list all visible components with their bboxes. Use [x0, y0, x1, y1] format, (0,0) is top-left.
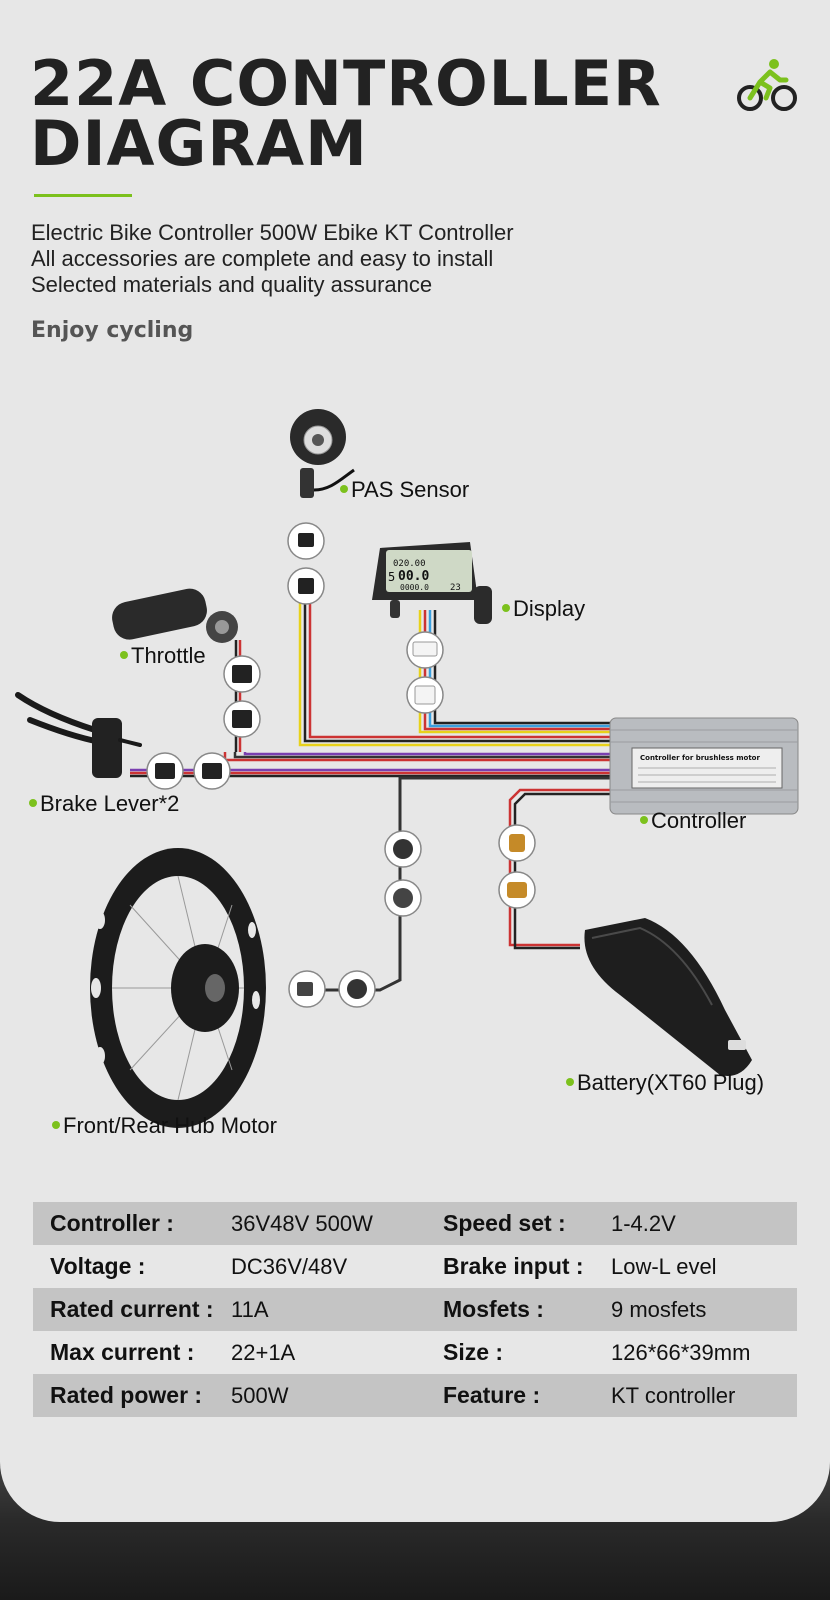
spec-value: KT controller [611, 1383, 736, 1408]
label-hub-motor-text: Front/Rear Hub Motor [63, 1113, 277, 1138]
spec-table: Controller : 36V48V 500W Speed set : 1-4… [33, 1202, 797, 1417]
table-row: Max current : 22+1A Size : 126*66*39mm [33, 1331, 797, 1374]
label-pas-sensor: PAS Sensor [340, 477, 469, 503]
label-dot [502, 604, 510, 613]
title-line-2: DIAGRAM [30, 107, 368, 180]
spec-value: 500W [231, 1383, 289, 1408]
display-readout-right: 23 [450, 583, 461, 593]
display-readout-level: 5 [388, 570, 395, 584]
spec-key: Rated power : [50, 1382, 203, 1408]
label-dot [52, 1121, 60, 1130]
label-battery-text: Battery(XT60 Plug) [577, 1070, 765, 1095]
description: Electric Bike Controller 500W Ebike KT C… [31, 220, 514, 298]
spec-value: 1-4.2V [611, 1211, 676, 1236]
display-readout-top: 020.00 [393, 559, 426, 569]
label-throttle: Throttle [120, 643, 206, 669]
description-line-1: Electric Bike Controller 500W Ebike KT C… [31, 220, 514, 245]
table-row: Controller : 36V48V 500W Speed set : 1-4… [33, 1202, 797, 1245]
battery-illustration [584, 918, 752, 1076]
page-title: 22A CONTROLLER DIAGRAM [30, 47, 662, 180]
spec-value: Low-L evel [611, 1254, 717, 1279]
pas-sensor-illustration [290, 409, 355, 498]
title-line-1: 22A CONTROLLER [30, 47, 662, 120]
cyclist-icon [737, 59, 797, 111]
spec-value: 126*66*39mm [611, 1340, 751, 1365]
table-row: Rated current : 11A Mosfets : 9 mosfets [33, 1288, 797, 1331]
label-dot [29, 799, 37, 808]
controller-box-label: Controller for brushless motor [640, 754, 760, 762]
label-controller: Controller [640, 808, 746, 834]
description-line-2: All accessories are complete and easy to… [31, 246, 494, 271]
controller-illustration: Controller for brushless motor [609, 717, 799, 815]
throttle-illustration [112, 588, 238, 643]
connector-plugs [146, 522, 536, 1008]
label-display-text: Display [513, 596, 586, 621]
spec-value: 11A [231, 1297, 269, 1322]
label-throttle-text: Throttle [131, 643, 206, 668]
spec-value: DC36V/48V [231, 1254, 348, 1279]
label-hub-motor: Front/Rear Hub Motor [52, 1113, 277, 1139]
spec-key: Mosfets : [443, 1296, 544, 1322]
label-dot [340, 485, 348, 494]
spec-key: Rated current : [50, 1296, 214, 1322]
display-readout-speed: 00.0 [398, 569, 429, 584]
title-accent-line [34, 194, 132, 197]
label-display: Display [502, 596, 585, 622]
display-readout-bottom: 0000.0 [400, 583, 429, 592]
spec-value: 22+1A [231, 1340, 296, 1365]
spec-key: Speed set : [443, 1210, 566, 1236]
spec-key: Size : [443, 1339, 504, 1365]
wiring-diagram: 020.00 00.0 5 0000.0 23 [0, 380, 830, 1160]
label-pas-sensor-text: PAS Sensor [351, 477, 470, 502]
description-line-3: Selected materials and quality assurance [31, 272, 433, 297]
tagline: Enjoy cycling [31, 318, 194, 343]
display-illustration: 020.00 00.0 5 0000.0 23 [372, 542, 492, 624]
spec-value: 36V48V 500W [231, 1211, 373, 1236]
label-dot [566, 1078, 574, 1087]
spec-key: Controller : [50, 1210, 174, 1236]
spec-key: Max current : [50, 1339, 195, 1365]
table-row: Voltage : DC36V/48V Brake input : Low-L … [33, 1245, 797, 1288]
label-battery: Battery(XT60 Plug) [566, 1070, 764, 1096]
spec-key: Feature : [443, 1382, 541, 1408]
label-controller-text: Controller [651, 808, 747, 833]
wiring-svg: 020.00 00.0 5 0000.0 23 [15, 409, 799, 1128]
hub-motor-illustration [90, 848, 266, 1128]
label-dot [640, 816, 648, 825]
spec-key: Voltage : [50, 1253, 146, 1279]
label-brake-lever: Brake Lever*2 [29, 791, 179, 817]
spec-key: Brake input : [443, 1253, 584, 1279]
table-row: Rated power : 500W Feature : KT controll… [33, 1374, 797, 1417]
spec-value: 9 mosfets [611, 1297, 707, 1322]
label-brake-lever-text: Brake Lever*2 [40, 791, 180, 816]
label-dot [120, 651, 128, 660]
content-card: 22A CONTROLLER DIAGRAM Electric Bike Con… [0, 0, 830, 1522]
brake-lever-illustration [15, 692, 142, 778]
